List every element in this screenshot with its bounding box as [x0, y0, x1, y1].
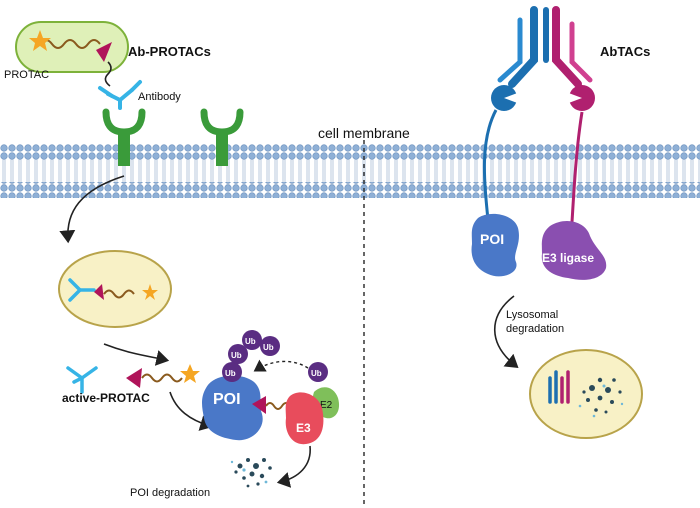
lysosomal-arrow [493, 295, 519, 368]
e3-ligase: E3 [285, 392, 324, 445]
poi-transmembrane [482, 109, 498, 221]
poi-protein: POI [202, 375, 263, 441]
active-protac-label: active-PROTAC [62, 391, 150, 405]
degradation-fragments-icon [234, 458, 272, 488]
bispecific-antibody-icon [548, 370, 570, 404]
e3-binder-icon [566, 85, 595, 111]
svg-text:Ub: Ub [311, 369, 322, 378]
svg-text:Ub: Ub [245, 337, 256, 346]
linker-icon [141, 373, 183, 383]
membrane-label: cell membrane [318, 125, 410, 141]
active-protac [126, 364, 200, 388]
degradation-fragments-icon [582, 377, 622, 414]
linker-icon [103, 289, 135, 299]
antibody-label: Antibody [138, 91, 181, 103]
protac-capsule [15, 21, 129, 73]
warhead-triangle-icon [94, 284, 104, 300]
star-ligand-icon [180, 364, 200, 383]
antibody-icon [98, 80, 142, 110]
receptor-icon [200, 108, 244, 166]
warhead-triangle-icon [126, 368, 142, 388]
ab-protacs-title: Ab-PROTACs [128, 44, 211, 59]
ubiquitin-icon: Ub [308, 362, 328, 382]
ubiquitin-icon: Ub [260, 336, 280, 356]
right-poi-label: POI [480, 231, 504, 247]
linker-icon [39, 39, 101, 49]
endosome-vesicle [58, 250, 172, 328]
ubiquitin-icon: Ub [222, 362, 242, 382]
warhead-triangle-icon [252, 396, 266, 414]
lysosomal-label-line2: degradation [506, 323, 564, 335]
e2-label: E2 [320, 400, 333, 411]
conjugation-linker [104, 61, 112, 87]
membrane-poi-protein: POI [471, 213, 519, 277]
ubiquitin-icon: Ub [242, 330, 262, 350]
e3-label: E3 [296, 421, 311, 435]
e3-ligase-label: E3 ligase [542, 251, 594, 265]
membrane-e3-ligase: E3 ligase [541, 221, 607, 280]
lysosomal-label-line1: Lysosomal [506, 309, 558, 321]
svg-text:Ub: Ub [263, 343, 274, 352]
poi-binder-icon [491, 85, 520, 111]
internalization-arrow [59, 175, 125, 244]
receptor-icon [102, 108, 146, 166]
abtacs-title: AbTACs [600, 44, 650, 59]
warhead-triangle-icon [96, 42, 112, 62]
bispecific-antibody-icon [497, 6, 593, 88]
poi-degradation-label: POI degradation [130, 487, 210, 499]
binding-arrow [169, 391, 214, 431]
lysosome-vesicle [529, 349, 643, 439]
release-arrow [103, 343, 170, 366]
svg-text:Ub: Ub [231, 351, 242, 360]
cell-membrane [0, 144, 700, 198]
svg-text:Ub: Ub [225, 369, 236, 378]
antibody-icon [66, 366, 98, 394]
star-ligand-icon [142, 284, 158, 300]
ubiquitin-transfer-arrow [253, 359, 309, 372]
poi-label: POI [213, 391, 241, 408]
protac-label: PROTAC [4, 69, 49, 81]
star-ligand-icon [29, 30, 51, 51]
ubiquitin-icon: Ub [228, 344, 248, 364]
antibody-icon [68, 278, 96, 302]
linker-icon [265, 402, 291, 410]
e3-transmembrane [570, 111, 584, 223]
ubiquitin-chain: Ub Ub Ub Ub [222, 330, 280, 382]
degradation-arrow [276, 445, 311, 488]
